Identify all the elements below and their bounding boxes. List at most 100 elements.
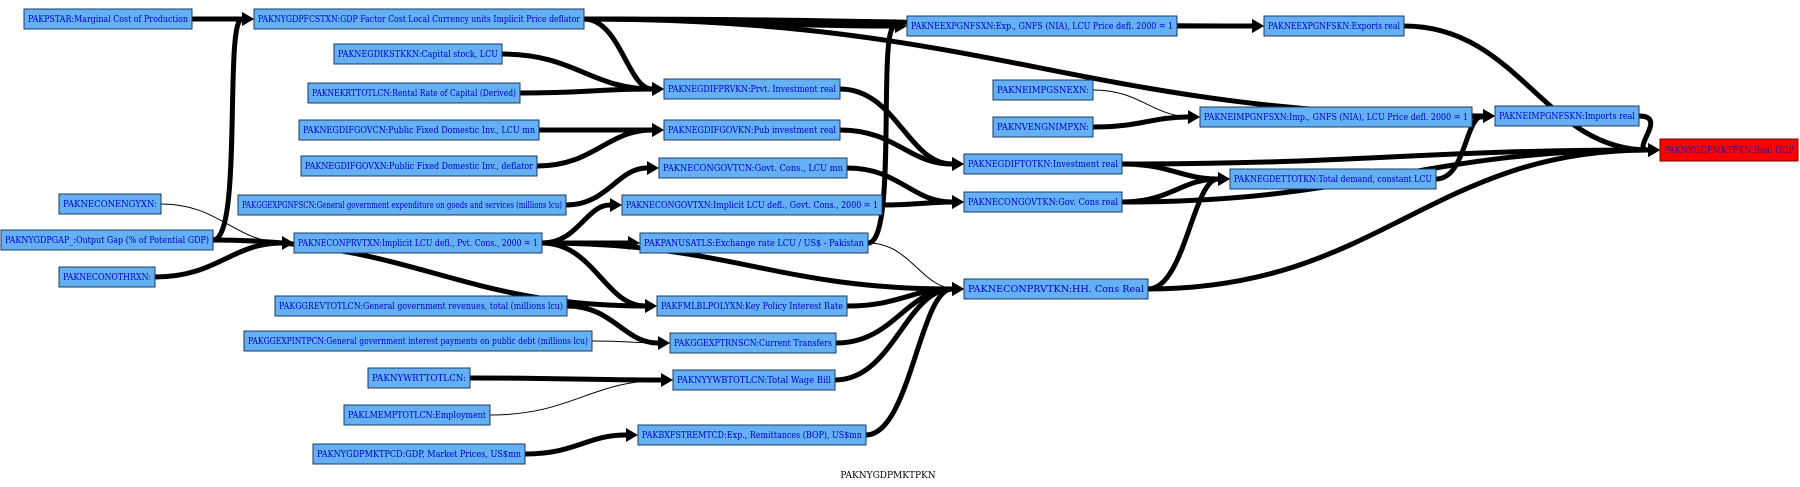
node-paknygdpgap_[interactable]: PAKNYGDPGAP_:Output Gap (% of Potential … xyxy=(0,229,214,251)
arrowhead-icon xyxy=(282,236,294,250)
edge-line xyxy=(522,432,629,457)
node-paknegdifgovkn[interactable]: PAKNEGDIFGOVKN:Pub investment real xyxy=(663,119,841,141)
arrowhead-icon xyxy=(1648,143,1660,157)
node-label: PAKNVENGNIMPXN: xyxy=(997,123,1089,133)
node-paknygdpmktpkn[interactable]: PAKNYGDPMKTPKN:Real GDP xyxy=(1659,138,1799,162)
node-box xyxy=(663,119,841,141)
node-pakneconothrxn[interactable]: PAKNECONOTHRXN: xyxy=(58,266,156,288)
node-label: PAKNECONOTHRXN: xyxy=(63,273,151,283)
node-paknecongovtxn[interactable]: PAKNECONGOVTXN:Implicit LCU defl., Govt.… xyxy=(621,194,883,216)
node-label: PAKNYWRTTOTLCN: xyxy=(372,374,466,384)
node-box xyxy=(298,119,540,141)
node-paknygdpfcstxn[interactable]: PAKNYGDPFCSTXN:GDP Factor Cost Local Cur… xyxy=(253,8,585,30)
arrowhead-icon xyxy=(1188,110,1200,124)
node-box xyxy=(307,82,521,104)
arrowhead-icon xyxy=(1218,172,1230,186)
node-pakbxfstremtcd[interactable]: PAKBXFSTREMTCD:Exp., Remittances (BOP), … xyxy=(637,424,867,446)
node-pakfmlblpolyxn[interactable]: PAKFMLBLPOLYXN:Key Policy Interest Rate xyxy=(656,295,848,317)
node-box xyxy=(1659,138,1799,162)
node-paknyywbtotlcn[interactable]: PAKNYYWBTOTLCN:Total Wage Bill xyxy=(672,369,836,391)
node-paknvengnimpxn[interactable]: PAKNVENGNIMPXN: xyxy=(992,116,1094,138)
edge-n15-to-n13 xyxy=(534,123,664,169)
edge-line xyxy=(1145,176,1221,292)
edge-line xyxy=(837,86,955,167)
node-pakneconprvtxn[interactable]: PAKNECONPRVTXN:Implicit LCU defl., Pvt. … xyxy=(293,232,543,254)
arrowhead-icon xyxy=(242,12,254,26)
edge-line xyxy=(837,127,955,167)
node-label: PAKNEGDETTOTKN:Total demand, constant LC… xyxy=(1234,175,1432,185)
node-pakneexpgnfsxn[interactable]: PAKNEEXPGNFSXN:Exp., GNFS (NIA), LCU Pri… xyxy=(906,15,1178,37)
node-label: PAKNEGDIFTOTKN:Investment real xyxy=(968,160,1118,170)
node-box xyxy=(656,295,848,317)
node-label: PAKGGEXPGNFSCN:General government expend… xyxy=(242,200,562,211)
node-box xyxy=(672,369,836,391)
node-paknygdpmktpcd[interactable]: PAKNYGDPMKTPCD:GDP, Market Prices, US$mn xyxy=(312,443,526,465)
node-pakggexptrnscn[interactable]: PAKGGEXPTRNSCN:Current Transfers xyxy=(669,332,837,354)
node-paknegdettotkn[interactable]: PAKNEGDETTOTKN:Total demand, constant LC… xyxy=(1229,168,1437,190)
edge-line xyxy=(517,86,655,96)
node-paknegdifprvkn[interactable]: PAKNEGDIFPRVKN:Prvt. Investment real xyxy=(663,78,841,100)
node-paknegdifgovxn[interactable]: PAKNEGDIFGOVXN:Public Fixed Domestic Inv… xyxy=(300,155,538,177)
node-pakneimpgnfsxn[interactable]: PAKNEIMPGNFSXN:Imp., GNFS (NIA), LCU Pri… xyxy=(1199,106,1473,128)
edge-n4-to-n14 xyxy=(1401,23,1660,157)
node-box xyxy=(58,193,162,215)
arrowhead-icon xyxy=(1252,19,1264,33)
edge-line xyxy=(210,16,245,243)
node-box xyxy=(992,79,1094,101)
node-box xyxy=(0,229,214,251)
edge-line xyxy=(1401,23,1651,153)
node-pakggexpintpcn[interactable]: PAKGGEXPINTPCN:General government intere… xyxy=(243,330,593,352)
edge-line xyxy=(563,165,650,208)
node-label: PAKNECONENGYXN: xyxy=(63,200,157,210)
node-pakneconengyxn[interactable]: PAKNECONENGYXN: xyxy=(58,193,162,215)
node-label: PAKNECONGOVTCN:Govt. Cons., LCU mn xyxy=(663,164,843,174)
node-paknywrttotlcn[interactable]: PAKNYWRTTOTLCN: xyxy=(367,367,471,389)
edge-line xyxy=(879,199,955,208)
node-box xyxy=(333,43,503,65)
edge-n36-to-n35 xyxy=(522,428,638,457)
edge-line xyxy=(1090,114,1191,130)
edge-line xyxy=(1145,147,1651,292)
edge-line xyxy=(591,340,664,344)
edge-line xyxy=(865,23,898,246)
node-label: PAKGGREVTOTLCN:General government revenu… xyxy=(279,301,563,312)
node-label: PAKNEGDIFGOVCN:Public Fixed Domestic Inv… xyxy=(303,126,535,136)
node-box xyxy=(237,194,567,216)
node-label: PAKNEGDIFGOVKN:Pub investment real xyxy=(668,126,836,136)
node-box xyxy=(1229,168,1437,190)
edge-line xyxy=(539,240,955,292)
node-pakneexpgnfskn[interactable]: PAKNEEXPGNFSKN:Exports real xyxy=(1263,15,1405,37)
node-paknegdifgovcn[interactable]: PAKNEGDIFGOVCN:Public Fixed Domestic Inv… xyxy=(298,119,540,141)
edge-n30-to-n31 xyxy=(591,339,670,347)
node-pakneimpgsnexn[interactable]: PAKNEIMPGSNEXN: xyxy=(992,79,1094,101)
edge-n9-to-n10 xyxy=(1090,110,1200,130)
node-label: PAKBXFSTREMTCD:Exp., Remittances (BOP), … xyxy=(642,430,862,441)
edge-n26-to-n24 xyxy=(152,236,294,280)
node-label: PAKGGEXPTRNSCN:Current Transfers xyxy=(674,339,832,349)
node-box xyxy=(963,153,1123,175)
node-paknegdikstkkn[interactable]: PAKNEGDIKSTKKN:Capital stock, LCU xyxy=(333,43,503,65)
node-pakggexpgnfscn[interactable]: PAKGGEXPGNFSCN:General government expend… xyxy=(237,194,567,216)
node-box xyxy=(312,443,526,465)
node-label: PAKNEIMPGNFSKN:Imports real xyxy=(1499,112,1635,122)
node-pakneconprvtkn[interactable]: PAKNECONPRVTKN:HH. Cons Real xyxy=(963,278,1149,300)
node-pakpstar[interactable]: PAKPSTAR:Marginal Cost of Production xyxy=(23,8,193,30)
edge-n27-to-n18 xyxy=(1145,172,1230,292)
node-label: PAKPSTAR:Marginal Cost of Production xyxy=(28,15,188,25)
node-label: PAKFMLBLPOLYXN:Key Policy Interest Rate xyxy=(661,302,843,312)
node-paknegdiftotkn[interactable]: PAKNEGDIFTOTKN:Investment real xyxy=(963,153,1123,175)
node-box xyxy=(963,278,1149,300)
node-paknecongovtkn[interactable]: PAKNECONGOVTKN:Gov. Cons real xyxy=(963,191,1123,213)
node-box xyxy=(253,8,585,30)
node-pakneimpgnfskn[interactable]: PAKNEIMPGNFSKN:Imports real xyxy=(1494,105,1640,127)
node-pakpanusatls[interactable]: PAKPANUSATLS:Exchange rate LCU / US$ - P… xyxy=(639,232,869,254)
node-paknekrttotlcn[interactable]: PAKNEKRTTOTLCN:Rental Rate of Capital (D… xyxy=(307,82,521,104)
node-label: PAKNEEXPGNFSKN:Exports real xyxy=(1268,22,1400,32)
node-pakggrevtotlcn[interactable]: PAKGGREVTOTLCN:General government revenu… xyxy=(274,295,568,317)
node-box xyxy=(58,266,156,288)
node-label: PAKNEIMPGNFSXN:Imp., GNFS (NIA), LCU Pri… xyxy=(1204,112,1468,123)
node-paknecongovtcn[interactable]: PAKNECONGOVTCN:Govt. Cons., LCU mn xyxy=(658,157,848,179)
node-paklmemptotlcn[interactable]: PAKLMEMPTOTLCN:Employment xyxy=(343,404,491,426)
